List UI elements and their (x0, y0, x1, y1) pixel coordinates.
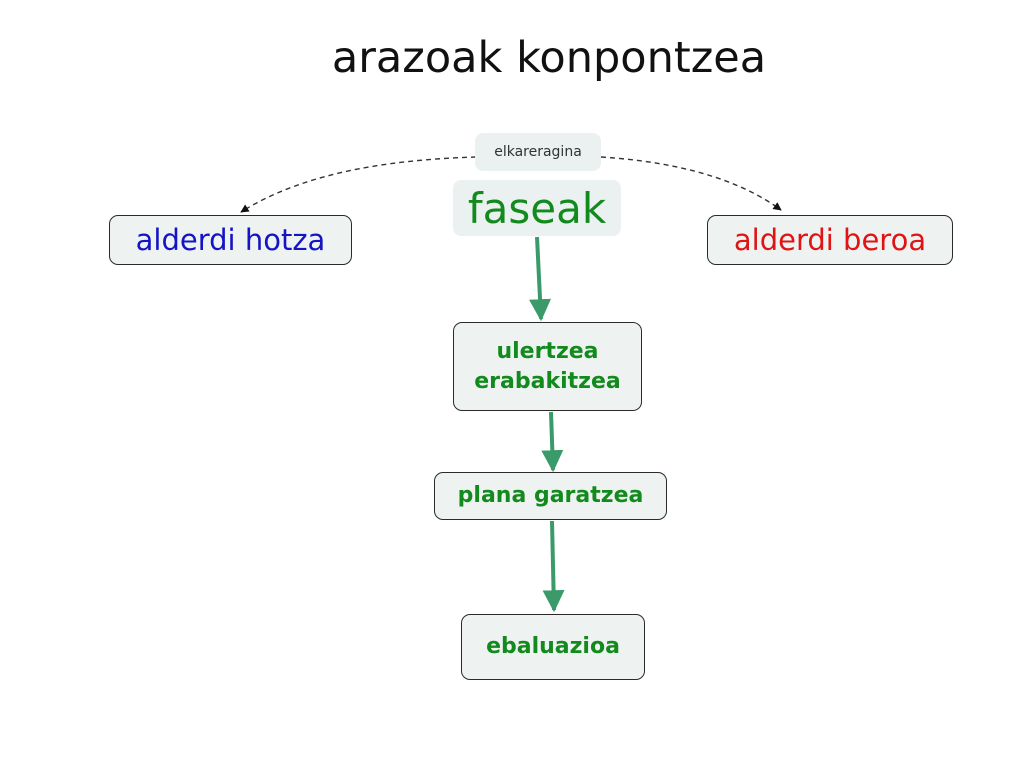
diagram-title: arazoak konpontzea (331, 33, 767, 83)
node-step-2: plana garatzea (434, 472, 667, 520)
step-1-line-2: erabakitzea (474, 368, 621, 394)
node-step-1: ulertzea erabakitzea (453, 322, 642, 411)
arrow-hub-to-step1 (529, 236, 552, 322)
dashed-link-left (240, 156, 477, 213)
arrow-step1-to-step2 (541, 411, 564, 473)
dashed-link-right (600, 156, 782, 211)
node-step-3: ebaluazioa (461, 614, 645, 680)
arrow-step2-to-step3 (542, 520, 565, 613)
node-alderdi-hotza: alderdi hotza (109, 215, 352, 265)
node-faseak: faseak (453, 180, 621, 236)
step-2-line-1: plana garatzea (457, 483, 644, 508)
step-3-line-1: ebaluazioa (486, 634, 620, 659)
link-label-elkareragina: elkareragina (475, 133, 601, 171)
step-1-line-1: ulertzea (496, 338, 599, 364)
node-alderdi-beroa: alderdi beroa (707, 215, 953, 265)
